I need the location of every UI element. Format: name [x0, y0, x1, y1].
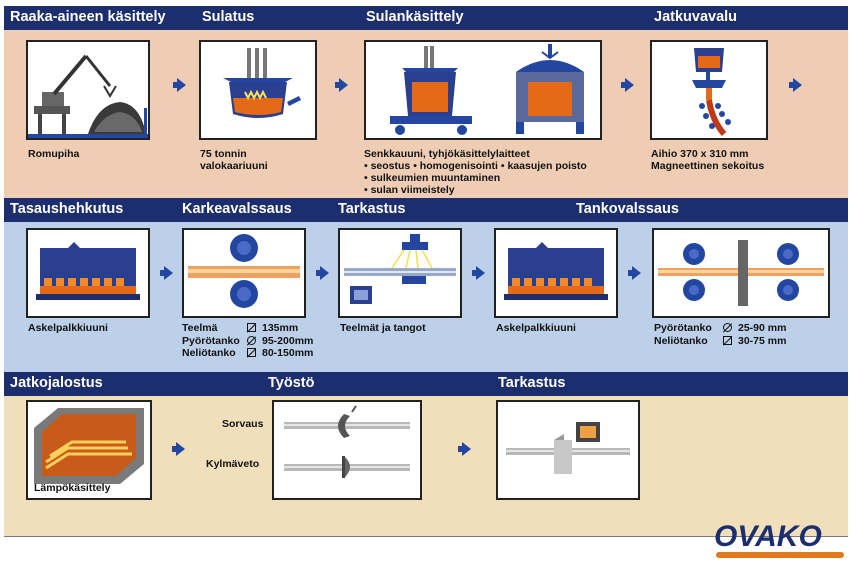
- roughing-mill-image: [182, 228, 306, 318]
- square-section-icon: [723, 335, 732, 345]
- vacuum-vessel-icon: [516, 44, 584, 134]
- caption-sorvaus: Sorvaus: [222, 418, 264, 430]
- spec-label: Neliötanko: [182, 347, 236, 359]
- ovako-logo-swoosh: [716, 552, 844, 558]
- machining-image: [272, 400, 422, 500]
- continuous-caster-icon: [692, 48, 731, 136]
- spec-row: Pyörötanko 25-90 mm: [652, 322, 832, 335]
- arc-furnace-image: [199, 40, 317, 140]
- diameter-icon: [723, 323, 732, 332]
- monitor-icon: [576, 422, 600, 442]
- caption-sulankasittely-3: • sulkeumien muuntaminen: [364, 172, 501, 184]
- inspection-icon: [344, 234, 456, 304]
- arrow-right-icon: [628, 266, 641, 280]
- caption-lampokasittely: Lämpökäsittely: [34, 482, 111, 494]
- diameter-icon: [247, 335, 256, 345]
- square-section-icon: [247, 323, 256, 332]
- arrow-right-icon: [458, 442, 471, 456]
- caption-askelpalkkiuuni-1: Askelpalkkiuuni: [28, 322, 108, 334]
- inspection-icon: [506, 422, 630, 474]
- bar-spec-list: Pyörötanko 25-90 mm Neliötanko 30-75 mm: [652, 322, 832, 347]
- spec-row: Teelmä 135mm: [180, 322, 330, 335]
- arrow-right-icon: [789, 78, 802, 92]
- walking-beam-furnace-icon: [504, 242, 608, 300]
- arrow-right-icon: [173, 78, 186, 92]
- secondary-metallurgy-image: [364, 40, 602, 140]
- caption-jatkuvavalu-1: Aihio 370 x 310 mm: [651, 148, 749, 160]
- arrow-right-icon: [621, 78, 634, 92]
- ovako-logo: OVAKO: [714, 520, 822, 553]
- rolling-mill-icon: [188, 234, 300, 308]
- row2-header-bar: Tasaushehkutus Karkeavalssaus Tarkastus …: [4, 198, 848, 222]
- walking-beam-furnace-icon: [36, 242, 140, 300]
- header-tyosto: Työstö: [268, 375, 315, 391]
- header-sulatus: Sulatus: [202, 9, 255, 25]
- continuous-caster-image: [650, 40, 768, 140]
- spec-row: Pyörötanko 95-200mm: [180, 335, 330, 348]
- caption-sulankasittely-1: Senkkauuni, tyhjökäsittelylaitteet: [364, 148, 530, 160]
- ladle-furnace-icon: [390, 44, 584, 135]
- header-tarkastus: Tarkastus: [338, 201, 406, 217]
- caption-kylmaveto: Kylmäveto: [206, 458, 260, 470]
- spec-label: Neliötanko: [654, 334, 708, 347]
- bar-rolling-mill-image: [652, 228, 830, 318]
- spec-label: Pyörötanko: [182, 334, 240, 347]
- caption-jatkuvavalu-2: Magneettinen sekoitus: [651, 160, 765, 172]
- row3-body: Lämpökäsittely Sorvaus Kylmäveto: [4, 396, 848, 537]
- caption-sulankasittely-2: • seostus • homogenisointi • kaasujen po…: [364, 160, 587, 172]
- scrap-yard-image: [26, 40, 150, 140]
- heat-treatment-image: [26, 400, 152, 500]
- walking-beam-furnace-image: [26, 228, 150, 318]
- cold-drawing-icon: [284, 456, 410, 478]
- walking-beam-furnace-image-2: [494, 228, 618, 318]
- turning-icon: [284, 405, 410, 478]
- crane-icon: [28, 54, 148, 138]
- spec-label: Pyörötanko: [654, 322, 712, 334]
- caption-sulatus-1: 75 tonnin: [200, 148, 247, 160]
- arrow-right-icon: [160, 266, 173, 280]
- header-sulankasittely: Sulankäsittely: [366, 9, 464, 25]
- square-section-icon: [247, 348, 256, 357]
- roughing-spec-list: Teelmä 135mm Pyörötanko 95-200mm Neliötank…: [180, 322, 330, 360]
- spec-value: 80-150mm: [262, 347, 314, 359]
- caption-romupiha: Romupiha: [28, 148, 80, 160]
- caption-tarkastus: Teelmät ja tangot: [340, 322, 426, 334]
- header-jatkojalostus: Jatkojalostus: [10, 375, 103, 391]
- caption-sulankasittely-4: • sulan viimeistely: [364, 184, 455, 196]
- row1-body: Romupiha 75 tonnin valokaariuuni Senkkau…: [4, 30, 848, 199]
- final-inspection-image: [496, 400, 640, 500]
- rolling-mill-icon: [658, 240, 824, 306]
- spec-value: 25-90 mm: [738, 322, 787, 334]
- header-raaka-aineen-kasittely: Raaka-aineen käsittely: [10, 9, 166, 25]
- spec-value: 30-75 mm: [738, 334, 787, 347]
- spec-value: 95-200mm: [262, 334, 314, 347]
- header-karkeavalssaus: Karkeavalssaus: [182, 201, 292, 217]
- spec-row: Neliötanko 80-150mm: [180, 347, 330, 360]
- arrow-right-icon: [472, 266, 485, 280]
- row3-header-bar: Jatkojalostus Työstö Tarkastus: [4, 372, 848, 396]
- arc-furnace-icon: [223, 48, 301, 118]
- header-tarkastus-2: Tarkastus: [498, 375, 566, 391]
- row-melt-shop: Raaka-aineen käsittely Sulatus Sulankäsi…: [4, 6, 848, 199]
- arrow-right-icon: [172, 442, 185, 456]
- row-rolling-mill: Tasaushehkutus Karkeavalssaus Tarkastus …: [4, 198, 848, 377]
- caption-askelpalkkiuuni-2: Askelpalkkiuuni: [496, 322, 576, 334]
- spec-value: 135mm: [262, 322, 299, 334]
- spec-row: Neliötanko 30-75 mm: [652, 335, 832, 348]
- header-tankovalssaus: Tankovalssaus: [576, 201, 679, 217]
- row2-body: Askelpalkkiuuni Teelmät ja tangot Askelp…: [4, 222, 848, 377]
- caption-sulatus-2: valokaariuuni: [200, 160, 268, 172]
- header-jatkuvavalu: Jatkuvavalu: [654, 9, 738, 25]
- arrow-right-icon: [335, 78, 348, 92]
- header-tasaushehkutus: Tasaushehkutus: [10, 201, 124, 217]
- row1-header-bar: Raaka-aineen käsittely Sulatus Sulankäsi…: [4, 6, 848, 30]
- row-further-processing: Jatkojalostus Työstö Tarkastus Lämpökäsi…: [4, 372, 848, 537]
- inspection-image: [338, 228, 462, 318]
- spec-label: Teelmä: [182, 322, 218, 334]
- heat-treatment-icon: [34, 408, 144, 484]
- arrow-right-icon: [316, 266, 329, 280]
